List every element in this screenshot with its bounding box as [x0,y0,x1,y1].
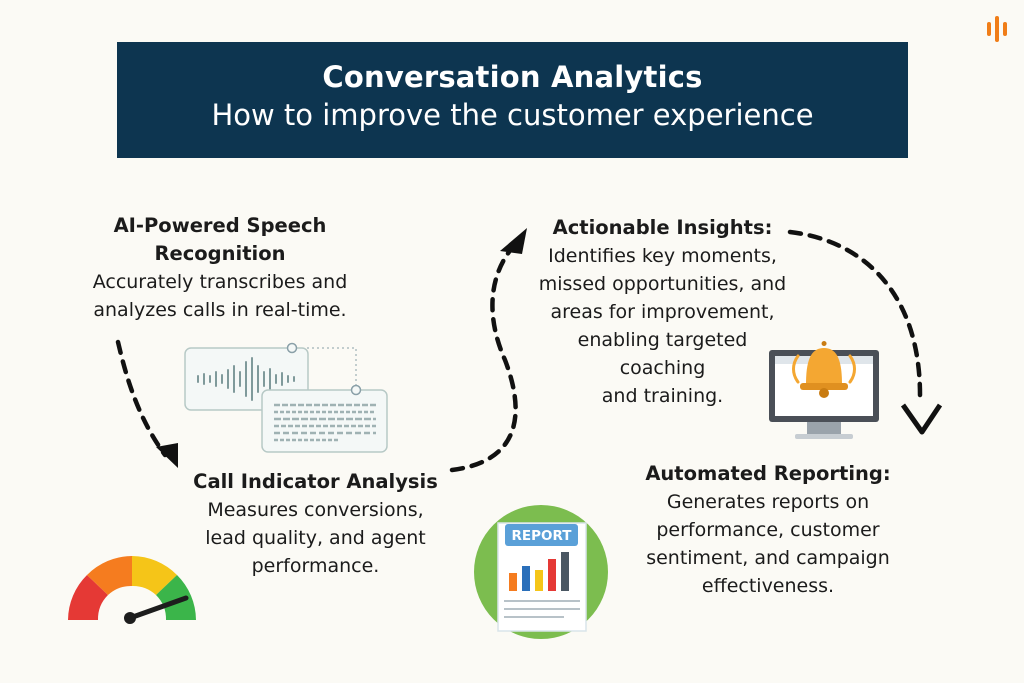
brand-logo-icon [987,16,1007,42]
gauge-pivot [124,612,136,624]
arrow-call-to-insights [449,245,518,473]
actionable-insights-heading: Actionable Insights: [552,216,773,239]
call-indicator-block: Call Indicator Analysis Measures convers… [178,468,453,580]
transcript-icon [184,342,388,453]
title-banner: Conversation Analytics How to improve th… [117,42,908,158]
call-indicator-heading: Call Indicator Analysis [193,470,438,493]
speech-recognition-block: AI-Powered Speech Recognition Accurately… [60,212,380,324]
gauge-icon [68,556,196,624]
speech-recognition-text: Accurately transcribes and analyzes call… [92,271,348,321]
page-title: Conversation Analytics [322,60,703,94]
automated-reporting-block: Automated Reporting: Generates reports o… [628,460,908,600]
actionable-insights-block: Actionable Insights: Identifies key mome… [505,214,820,410]
arrow-insights-to-reporting [787,229,923,398]
actionable-insights-text: Identifies key moments, missed opportuni… [538,245,787,407]
automated-reporting-text: Generates reports on performance, custom… [646,491,890,597]
arrow-speech-to-call [115,339,168,458]
automated-reporting-heading: Automated Reporting: [645,462,891,485]
page-subtitle: How to improve the customer experience [211,98,814,132]
call-indicator-text: Measures conversions, lead quality, and … [205,499,426,577]
arrowhead-speech-to-call [156,443,178,468]
monitor-bell-icon [769,341,879,439]
arrowhead-insights-to-reporting [900,403,943,435]
report-icon-label: REPORT [512,528,573,544]
speech-recognition-heading: AI-Powered Speech Recognition [113,214,327,265]
arrowhead-call-to-insights [500,228,527,254]
gauge-needle [127,595,189,621]
flow-arrows [115,229,923,473]
report-icon: REPORT [474,505,608,639]
